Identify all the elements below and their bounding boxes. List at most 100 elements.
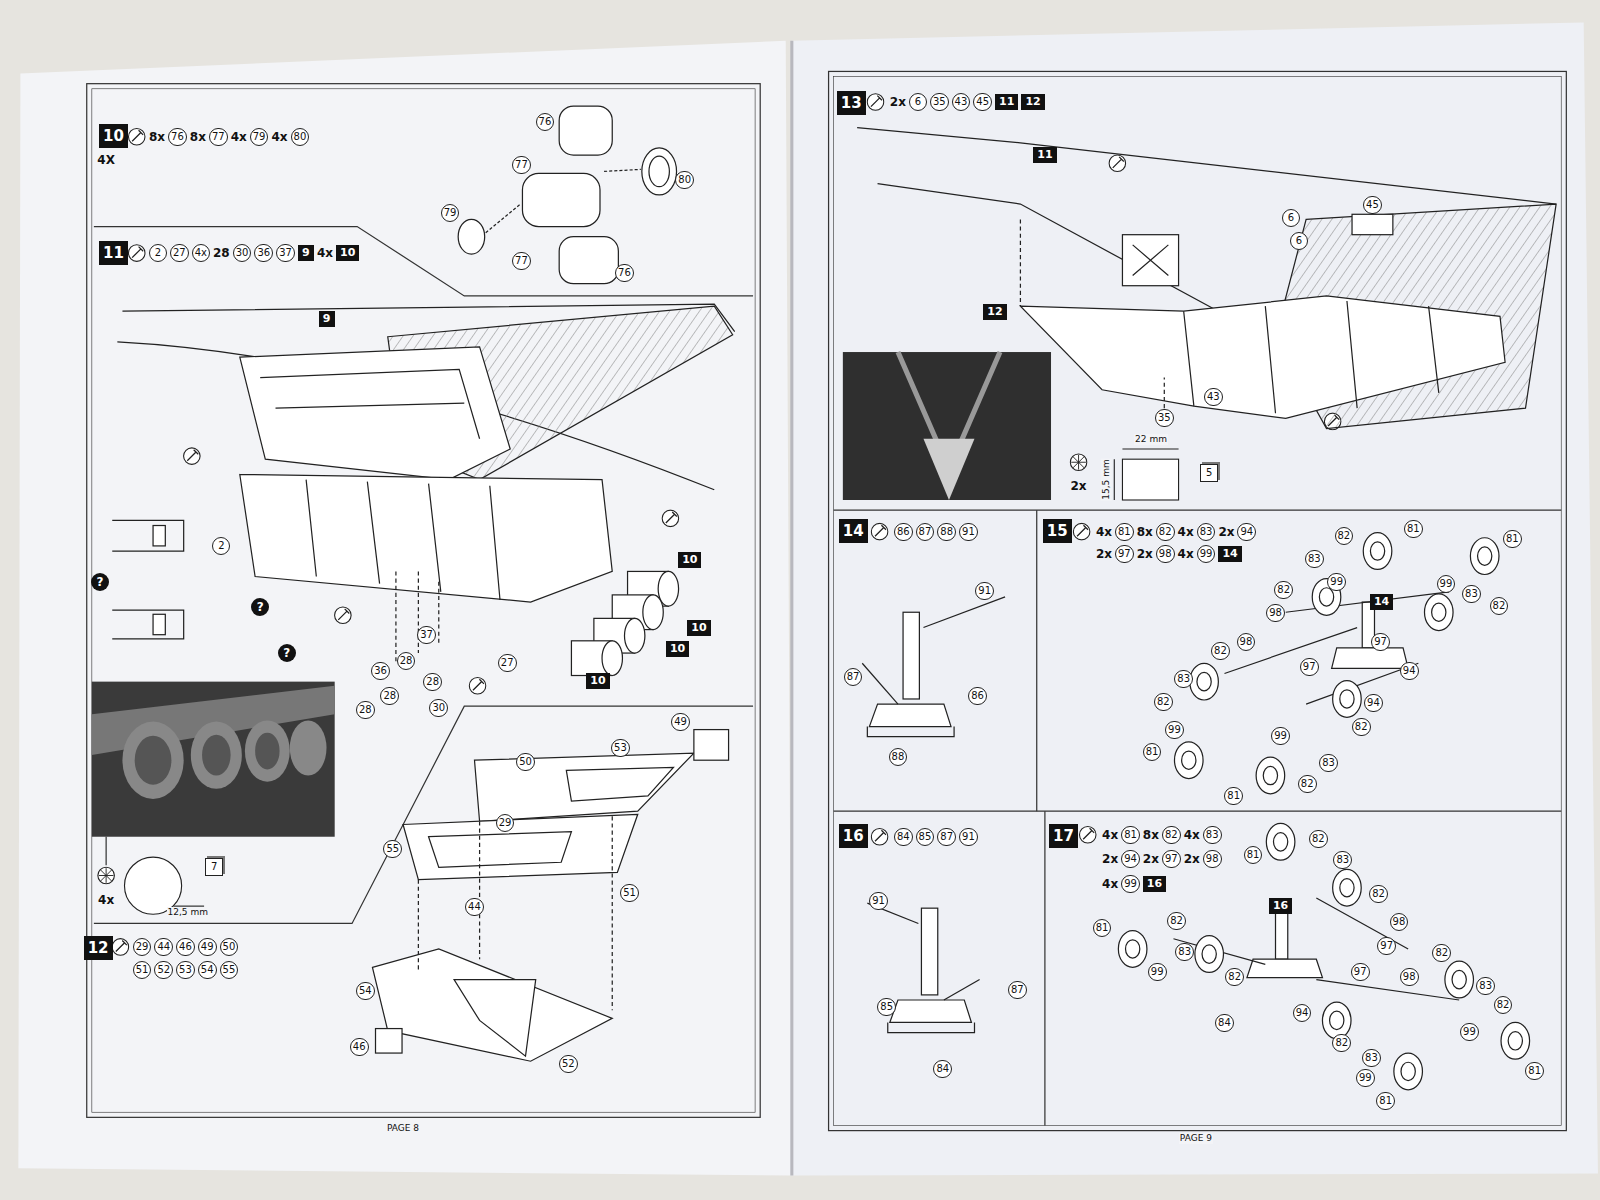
wheels [1508, 1032, 1522, 1050]
part-group-box: 12 [983, 304, 1006, 320]
reference-photo [923, 439, 974, 500]
step10-parts [649, 156, 669, 187]
callout-number: 98 [1203, 850, 1222, 868]
step12-parts [454, 980, 536, 1057]
callout-number: 36 [254, 244, 273, 262]
engine-cylinders [602, 641, 622, 676]
callout-number: 77 [209, 128, 228, 146]
callout-number: 45 [973, 93, 992, 111]
wheels [1330, 1011, 1344, 1029]
callout-number: 37 [417, 626, 436, 644]
reference-photo [202, 735, 231, 776]
callout-number: 83 [1305, 550, 1324, 568]
glue-icons [871, 523, 888, 540]
step-number-box: 13 [837, 91, 866, 115]
quantity-text: 28 [213, 246, 230, 260]
wheels [1363, 533, 1392, 570]
callout-number: 51 [620, 884, 639, 902]
callout-number: 94 [1400, 662, 1419, 680]
step12-parts [376, 1029, 403, 1053]
quantity-text: 4x [231, 130, 247, 144]
quantity-text: 2x [1096, 547, 1112, 561]
callout-number: 35 [1155, 409, 1174, 427]
callout-number: 28 [356, 701, 375, 719]
step-number-box: 17 [1049, 824, 1078, 848]
callout-number: 35 [930, 93, 949, 111]
step12-parts [403, 814, 638, 879]
wheels [1202, 945, 1216, 963]
decal-detail [1070, 454, 1087, 471]
callout-number: 82 [1225, 968, 1244, 986]
callout-number: 99 [1165, 721, 1184, 739]
wheels [1478, 547, 1492, 565]
callout-number: 97 [1377, 937, 1396, 955]
step13-wing [1184, 301, 1439, 413]
landing-gear [862, 592, 1459, 1033]
wheels [1263, 766, 1277, 784]
callout-number: 94 [1121, 850, 1140, 868]
quantity-text: 8x [1143, 828, 1159, 842]
step-number-box: 10 [99, 124, 128, 148]
callout-number: 83 [1319, 754, 1338, 772]
decal-detail [1114, 449, 1178, 500]
glue-icons [871, 828, 888, 845]
wheels [1452, 970, 1466, 988]
callout-number: 6 [909, 93, 927, 111]
step-number: 14 [843, 522, 864, 540]
panel-frames [1044, 811, 1045, 1125]
callout-number: 81 [1224, 787, 1243, 805]
step12-parts [418, 816, 612, 1010]
step10-parts [458, 219, 485, 254]
wheels [1322, 1002, 1351, 1039]
landing-gear [1332, 648, 1409, 668]
callout-number: 99 [1271, 727, 1290, 745]
wheels [1266, 823, 1295, 860]
callout-number: 86 [968, 687, 987, 705]
step11-wing [112, 304, 734, 663]
quantity-text: 4x [1102, 828, 1118, 842]
wheels [1273, 833, 1287, 851]
glue-icons [1109, 155, 1126, 172]
callout-number: 83 [1462, 585, 1481, 603]
wheels [1470, 538, 1499, 575]
callout-number: 76 [168, 128, 187, 146]
quantity-text: 4x [1178, 525, 1194, 539]
wheels [1126, 940, 1140, 958]
callout-number: 81 [1404, 520, 1423, 538]
callout-number: 84 [894, 828, 913, 846]
step11-wing [112, 520, 183, 638]
callout-number: 81 [1503, 530, 1522, 548]
callout-number: 85 [877, 998, 896, 1016]
callout-number: 87 [844, 668, 863, 686]
callout-number: 99 [1148, 963, 1167, 981]
question-icon: ? [91, 573, 109, 591]
part-group-box: 9 [298, 245, 314, 261]
landing-gear [903, 612, 919, 699]
background [792, 22, 1598, 1175]
callout-number: 82 [1211, 642, 1230, 660]
callout-number: 83 [1362, 1049, 1381, 1067]
step13-wing [1122, 235, 1178, 286]
callout-number: 87 [916, 523, 935, 541]
step-number-box: 14 [839, 519, 868, 543]
step11-wing [153, 526, 165, 546]
callout-number: 87 [937, 828, 956, 846]
callout-number: 82 [1309, 830, 1328, 848]
glue-icons [128, 128, 145, 145]
wheels [1118, 931, 1147, 968]
callout-number: 45 [1363, 196, 1382, 214]
decal-detail [98, 867, 115, 884]
callout-number: 83 [1203, 826, 1222, 844]
callout-number: 79 [250, 128, 269, 146]
wheels [1340, 879, 1354, 897]
panel-frames [1036, 510, 1037, 811]
callout-number: 43 [1204, 388, 1223, 406]
step-number: 11 [103, 244, 124, 262]
wheels [1195, 936, 1224, 973]
wheels [1394, 1053, 1423, 1090]
step-number: 10 [103, 127, 124, 145]
step11-wing [240, 347, 510, 480]
part-group-box: 10 [586, 673, 609, 689]
part-group-box: 11 [995, 94, 1018, 110]
